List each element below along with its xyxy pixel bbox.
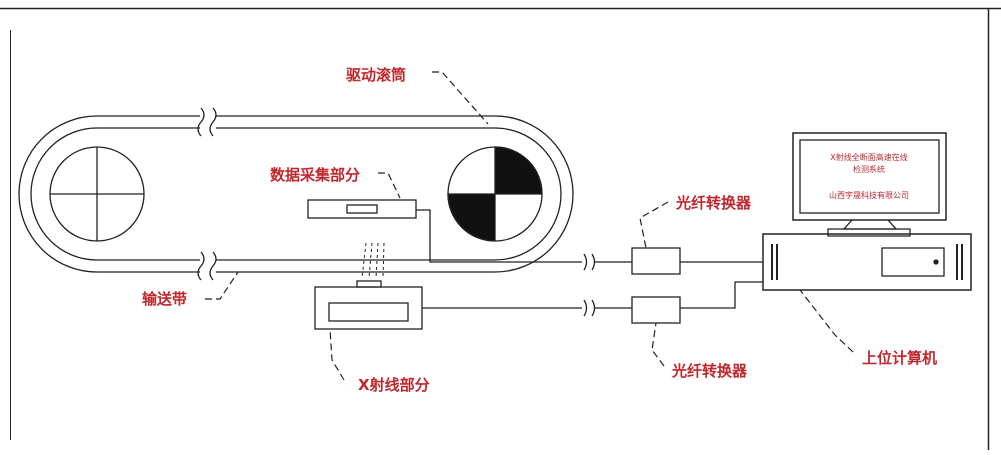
belt-break-mark-bottom-left	[197, 251, 205, 281]
xray-unit	[314, 280, 423, 330]
leader-converter-bottom	[651, 322, 665, 367]
conveyor-belt	[18, 107, 574, 281]
label-drive-roller: 驱动滚筒	[346, 66, 406, 84]
drive-roller	[447, 146, 543, 242]
belt-break-mark-top-right	[209, 107, 217, 137]
monitor-text-company: 山西宇晟科技有限公司	[829, 190, 909, 200]
label-converter-top: 光纤转换器	[675, 194, 752, 212]
belt-break-mark-top-left	[197, 107, 205, 137]
leader-converter-top	[639, 201, 669, 249]
data-acquisition-unit	[307, 199, 417, 219]
cable-break-mark-bottom	[583, 299, 596, 317]
leader-host-computer	[799, 289, 854, 353]
monitor-text-subtitle: 检测系统	[853, 164, 885, 174]
belt-break-mark-bottom-right	[209, 251, 217, 281]
leader-data-acquisition	[378, 172, 401, 199]
cable-converter-bottom-to-computer	[680, 281, 763, 309]
monitor-text-title: X射线全断面高速在线	[830, 152, 907, 162]
computer-case	[762, 233, 972, 291]
cable-data-to-break	[416, 209, 582, 263]
label-converter-bottom: 光纤转换器	[671, 362, 748, 380]
fiber-converter-bottom	[631, 296, 681, 324]
leader-xray-part	[329, 328, 345, 381]
label-xray-part: X射线部分	[358, 376, 430, 394]
leader-drive-roller	[432, 71, 489, 125]
cable-break-mark-top	[583, 253, 596, 271]
label-data-acquisition: 数据采集部分	[270, 166, 360, 184]
leader-conveyor-belt	[205, 271, 239, 300]
monitor	[792, 132, 947, 237]
label-conveyor-belt: 输送带	[142, 290, 187, 308]
idler-roller	[49, 146, 145, 242]
fiber-converter-top	[631, 247, 681, 275]
label-host-computer: 上位计算机	[862, 349, 937, 367]
leader-lines	[205, 71, 854, 381]
